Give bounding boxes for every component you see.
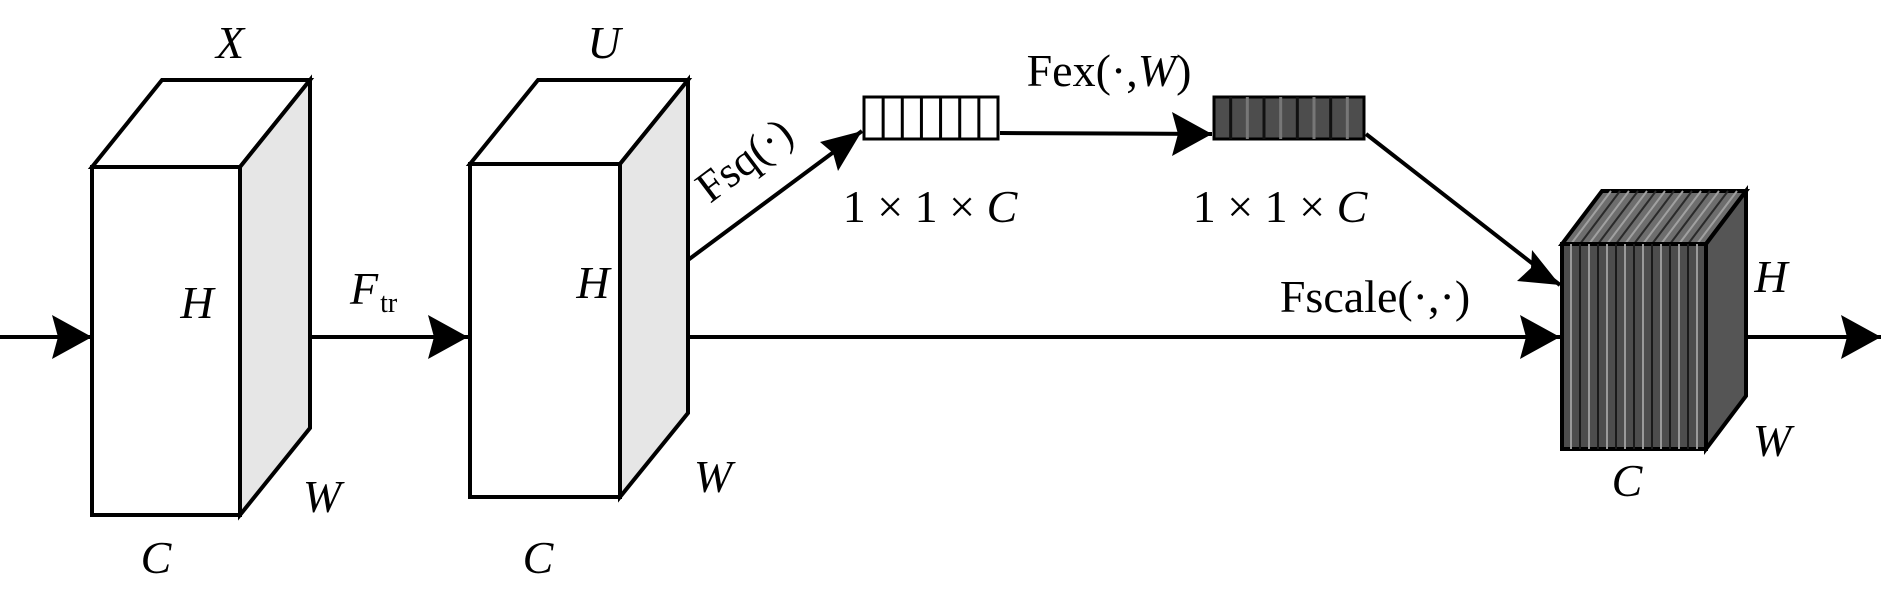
tensor-x (87, 74, 315, 521)
tensor-output-top-stripe (1696, 190, 1738, 245)
tensor-u-height-label: H (575, 257, 612, 308)
squeeze-dims-text: 1 × 1 × (843, 181, 987, 232)
fscale-arrowhead (1520, 315, 1560, 359)
ftr-label-sub: tr (380, 288, 398, 319)
fex-label-suffix: ) (1176, 45, 1191, 96)
tensor-output-top-stripe (1651, 190, 1693, 245)
squeeze-vector-stripes (881, 97, 981, 139)
tensor-output-top-stripe (1597, 190, 1639, 245)
tensor-output-front-stripes (1570, 244, 1698, 449)
scale-weight-arrowhead (1517, 250, 1560, 285)
tensor-output-channel-label: C (1612, 455, 1644, 506)
ftr-label-main: F (349, 263, 379, 314)
fex-label-prefix: Fex(·, (1027, 45, 1138, 96)
tensor-u-front-face (468, 162, 622, 499)
tensor-output-top-stripe (1678, 190, 1720, 245)
tensor-output-top-stripe (1633, 190, 1675, 245)
tensor-x-width-label: W (303, 471, 345, 522)
squeeze-vector-box (862, 95, 1000, 141)
tensor-u (465, 74, 693, 503)
fsq-label: Fsq(·) (687, 108, 802, 212)
tensor-output (1557, 185, 1751, 455)
tensor-x-channel-label: C (141, 532, 173, 583)
tensor-output-top-stripe (1660, 190, 1702, 245)
fscale-label: Fscale(·,·) (1280, 271, 1470, 322)
tensor-output-top-stripe (1624, 190, 1666, 245)
tensor-u-channel-label: C (523, 532, 555, 583)
tensor-output-top-stripe (1642, 190, 1684, 245)
tensor-output-top-stripe (1588, 190, 1630, 245)
fex-label: Fex(·,W) (1027, 45, 1192, 96)
tensor-output-top-stripe (1669, 190, 1711, 245)
output-arrowhead (1841, 315, 1881, 359)
squeeze-dims-c: C (987, 181, 1019, 232)
tensor-output-width-label: W (1753, 415, 1795, 466)
tensor-u-title: U (587, 17, 623, 68)
tensor-x-title: X (214, 17, 246, 68)
ftr-label: Ftr (349, 263, 398, 319)
excite-dims-label: 1 × 1 × C (1193, 181, 1369, 232)
tensor-output-top-stripe (1579, 190, 1621, 245)
scale-weight-arrow (1364, 132, 1562, 287)
tensor-output-height-label: H (1753, 251, 1790, 302)
arrows (0, 112, 1881, 359)
tensor-u-width-label: W (694, 451, 736, 502)
ftr-arrowhead (428, 315, 468, 359)
tensor-output-top-stripe (1606, 190, 1648, 245)
fex-arrowhead (1172, 112, 1212, 156)
tensor-x-height-label: H (179, 277, 216, 328)
squeeze-vector (862, 95, 1000, 141)
fex-label-arg: W (1138, 45, 1180, 96)
fsq-arrowhead (820, 131, 862, 171)
input-arrowhead (52, 315, 92, 359)
excite-dims-text: 1 × 1 × (1193, 181, 1337, 232)
tensor-output-top-stripe (1687, 190, 1729, 245)
excite-vector (1212, 95, 1366, 141)
tensor-output-top-stripes (1570, 190, 1738, 245)
tensor-output-top-stripe (1615, 190, 1657, 245)
excite-vector-box (1212, 95, 1366, 141)
tensor-output-top-stripe (1570, 190, 1612, 245)
excite-dims-c: C (1337, 181, 1369, 232)
tensor-x-front-face (90, 165, 242, 517)
fex-arrow (999, 131, 1213, 136)
squeeze-dims-label: 1 × 1 × C (843, 181, 1019, 232)
excite-vector-stripes (1229, 97, 1349, 139)
